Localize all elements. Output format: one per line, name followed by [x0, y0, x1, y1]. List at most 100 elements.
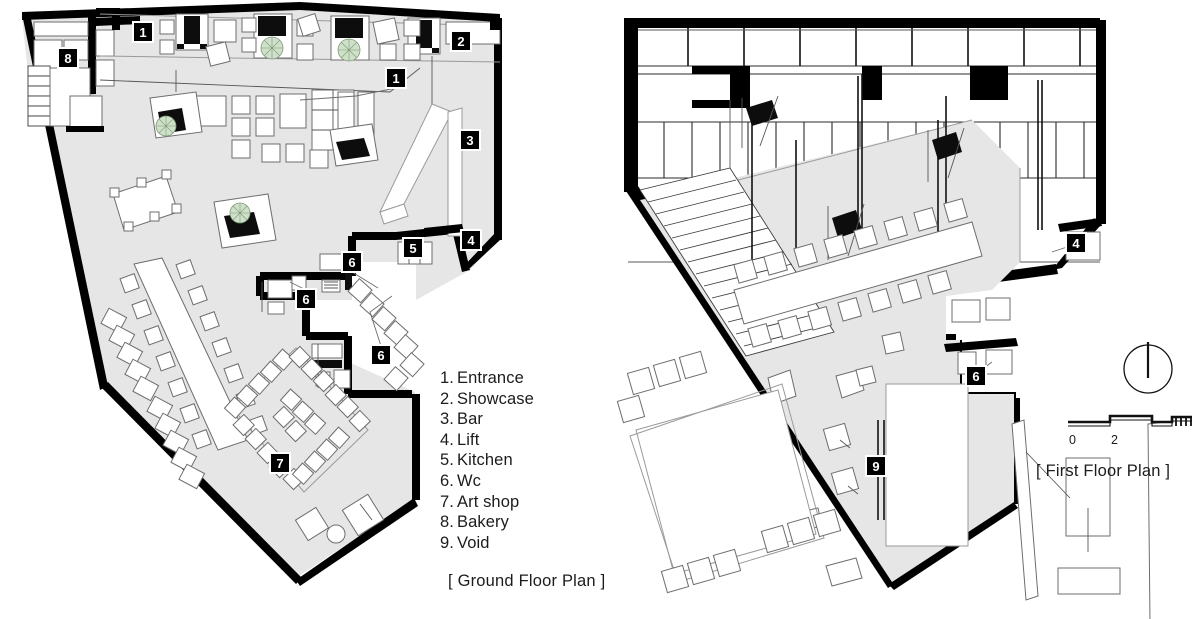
- room-badge-6: 6: [965, 365, 987, 387]
- plant-icon: [229, 202, 251, 224]
- legend-item-label: Bar: [457, 410, 483, 429]
- legend-item-kitchen: 5.Kitchen: [440, 450, 630, 471]
- badge-box: [462, 231, 480, 249]
- room-badge-4: 4: [1065, 232, 1087, 254]
- planter-seat: [149, 91, 203, 139]
- legend-item-void: 9.Void: [440, 533, 630, 554]
- annotation-block: 0 2: [1068, 342, 1192, 447]
- legend-item-label: Bakery: [457, 513, 509, 532]
- legend-item-number: 4.: [440, 430, 454, 449]
- banquet-table: [733, 197, 983, 348]
- badge-number: 1: [139, 25, 146, 40]
- planter-seat: [213, 193, 277, 249]
- room-badge-2: 2: [450, 30, 472, 52]
- planter-seat: [329, 123, 379, 167]
- banquet-chairs-upper: [733, 197, 968, 284]
- scale-tick-2: 2: [1111, 433, 1118, 447]
- badge-number: 3: [466, 133, 473, 148]
- legend-item-label: Void: [457, 533, 490, 552]
- ground-badge-layer: 1 1 2 3 4 5 6 6 6 7 8: [57, 21, 482, 474]
- legend-item-lift: 4.Lift: [440, 430, 630, 451]
- plant-icon: [260, 36, 284, 60]
- entrance-door: [175, 13, 209, 51]
- first-screens: [1011, 419, 1071, 601]
- legend-item-number: 5.: [440, 451, 454, 470]
- badge-number: 4: [467, 233, 475, 248]
- room-badge-3: 3: [459, 129, 481, 151]
- bakery-stair: [27, 65, 51, 127]
- display-table: [109, 169, 182, 232]
- badge-number: 5: [409, 241, 416, 256]
- badge-number: 9: [872, 459, 879, 474]
- ground-floor-plan-title: [ Ground Floor Plan ]: [448, 572, 606, 590]
- badge-number: 6: [302, 292, 309, 307]
- badge-number: 8: [64, 51, 71, 66]
- bakery-area: [27, 8, 140, 132]
- room-badge-5: 5: [402, 237, 424, 259]
- legend-item-entrance: 1.Entrance: [440, 368, 630, 389]
- legend-item-number: 2.: [440, 389, 454, 408]
- legend-item-label: Entrance: [457, 369, 524, 387]
- chair-row-left: [119, 273, 212, 450]
- badge-number: 2: [457, 34, 464, 49]
- legend-item-number: 3.: [440, 410, 454, 429]
- legend-item-wc: 6.Wc: [440, 471, 630, 492]
- void-area: [616, 350, 860, 594]
- legend-item-number: 7.: [440, 492, 454, 511]
- badge-box: [134, 23, 152, 41]
- room-badge-6: 6: [295, 288, 317, 310]
- legend-item-label: Showcase: [457, 389, 534, 408]
- first-floor-plan: 4 6 9: [616, 18, 1160, 619]
- badge-box: [343, 253, 361, 271]
- badge-number: 6: [377, 348, 384, 363]
- room-badge-7: 7: [269, 452, 291, 474]
- ground-top-facade: [99, 13, 502, 67]
- bar-counter: [379, 56, 463, 237]
- legend-item-bakery: 8.Bakery: [440, 512, 630, 533]
- badge-box: [1067, 234, 1085, 252]
- room-badge-9: 9: [865, 455, 887, 477]
- plant-icon: [155, 115, 177, 137]
- legend-item-number: 6.: [440, 471, 454, 490]
- room-badge-6: 6: [370, 344, 392, 366]
- badge-box: [387, 69, 405, 87]
- north-arrow: [1123, 342, 1173, 394]
- void-perimeter-seating: [616, 350, 860, 594]
- first-floor-plan-title: [ First Floor Plan ]: [1036, 462, 1171, 480]
- room-badge-8: 8: [57, 47, 79, 69]
- legend-item-label: Kitchen: [457, 451, 513, 470]
- badge-box: [404, 239, 422, 257]
- legend-item-number: 1.: [440, 369, 454, 387]
- badge-box: [271, 454, 289, 472]
- badge-number: 6: [972, 369, 979, 384]
- legend-item-art-shop: 7.Art shop: [440, 492, 630, 513]
- plant-icon: [337, 38, 361, 62]
- display-plinths: [1057, 422, 1160, 619]
- legend-item-number: 8.: [440, 513, 454, 532]
- room-badge-1: 1: [385, 67, 407, 89]
- badge-box: [452, 32, 470, 50]
- badge-number: 1: [392, 71, 399, 86]
- badge-box: [867, 457, 885, 475]
- badge-box: [967, 367, 985, 385]
- room-badge-1: 1: [132, 21, 154, 43]
- badge-number: 4: [1072, 236, 1080, 251]
- artshop-shelf-run: [272, 388, 327, 443]
- legend-item-number: 9.: [440, 533, 454, 552]
- entrance-door: [330, 15, 370, 62]
- wall-bench: [100, 307, 206, 490]
- badge-box: [372, 346, 390, 364]
- scale-bar: 0 2: [1068, 414, 1192, 447]
- scale-tick-0: 0: [1069, 433, 1076, 447]
- badge-box: [461, 131, 479, 149]
- first-badge-layer: 4 6 9: [865, 232, 1087, 477]
- communal-table: [119, 257, 268, 451]
- entrance-door: [253, 13, 293, 60]
- legend-item-showcase: 2.Showcase: [440, 389, 630, 410]
- badge-number: 6: [348, 255, 355, 270]
- banquet-chairs-lower: [747, 269, 952, 348]
- ground-floor-plan: 1 1 2 3 4 5 6 6 6 7 8: [22, 2, 502, 586]
- room-badge-6: 6: [341, 251, 363, 273]
